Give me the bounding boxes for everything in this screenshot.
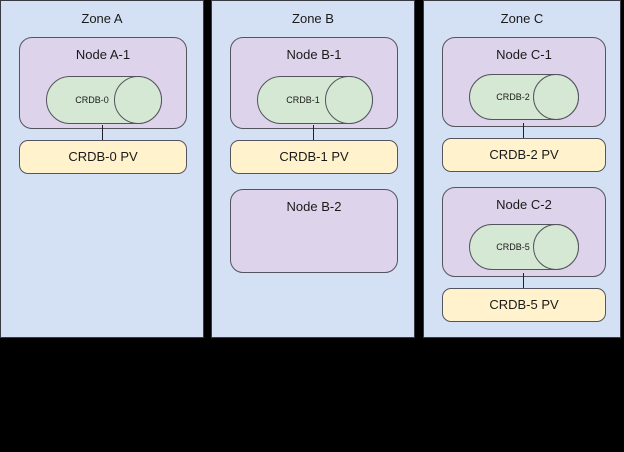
database-cylinder-crdb-0[interactable]: CRDB-0 <box>46 76 162 124</box>
database-cylinder-crdb-1[interactable]: CRDB-1 <box>257 76 373 124</box>
zone-container-b[interactable]: Zone B Node B-1 CRDB-1 CRDB-1 PV Node B-… <box>211 0 415 338</box>
connector-a-1 <box>102 125 103 145</box>
zone-title-a: Zone A <box>81 11 123 26</box>
volume-box-crdb-5-pv[interactable]: CRDB-5 PV <box>442 288 606 322</box>
volume-box-crdb-1-pv[interactable]: CRDB-1 PV <box>230 140 398 174</box>
database-cylinder-icon <box>46 76 162 124</box>
node-label-c-1: Node C-1 <box>496 47 552 62</box>
volume-box-crdb-2-pv[interactable]: CRDB-2 PV <box>442 138 606 172</box>
database-cylinder-icon <box>469 224 579 270</box>
database-cylinder-crdb-2[interactable]: CRDB-2 <box>469 74 579 120</box>
zone-title-b: Zone B <box>292 11 334 26</box>
database-cylinder-crdb-5[interactable]: CRDB-5 <box>469 224 579 270</box>
volume-label-crdb-5-pv: CRDB-5 PV <box>489 297 559 312</box>
node-box-c-2[interactable]: Node C-2 CRDB-5 <box>442 187 606 277</box>
volume-label-crdb-2-pv: CRDB-2 PV <box>489 147 559 162</box>
volume-label-crdb-1-pv: CRDB-1 PV <box>279 149 349 164</box>
connector-b-1 <box>313 125 314 145</box>
node-label-a-1: Node A-1 <box>75 47 131 62</box>
node-label-c-2: Node C-2 <box>496 197 552 212</box>
node-label-b-2: Node B-2 <box>286 199 342 214</box>
node-box-b-1[interactable]: Node B-1 CRDB-1 <box>230 37 398 129</box>
node-box-a-1[interactable]: Node A-1 CRDB-0 <box>19 37 187 129</box>
node-label-b-1: Node B-1 <box>286 47 342 62</box>
zone-container-a[interactable]: Zone A Node A-1 CRDB-0 CRDB-0 PV <box>0 0 204 338</box>
zone-container-c[interactable]: Zone C Node C-1 CRDB-2 CRDB-2 PV Node C-… <box>423 0 621 338</box>
connector-c-2 <box>523 273 524 291</box>
node-box-c-1[interactable]: Node C-1 CRDB-2 <box>442 37 606 127</box>
node-box-b-2[interactable]: Node B-2 <box>230 189 398 273</box>
connector-c-1 <box>523 123 524 141</box>
database-cylinder-icon <box>257 76 373 124</box>
zone-title-c: Zone C <box>500 11 544 26</box>
database-cylinder-icon <box>469 74 579 120</box>
volume-box-crdb-0-pv[interactable]: CRDB-0 PV <box>19 140 187 174</box>
volume-label-crdb-0-pv: CRDB-0 PV <box>68 149 138 164</box>
